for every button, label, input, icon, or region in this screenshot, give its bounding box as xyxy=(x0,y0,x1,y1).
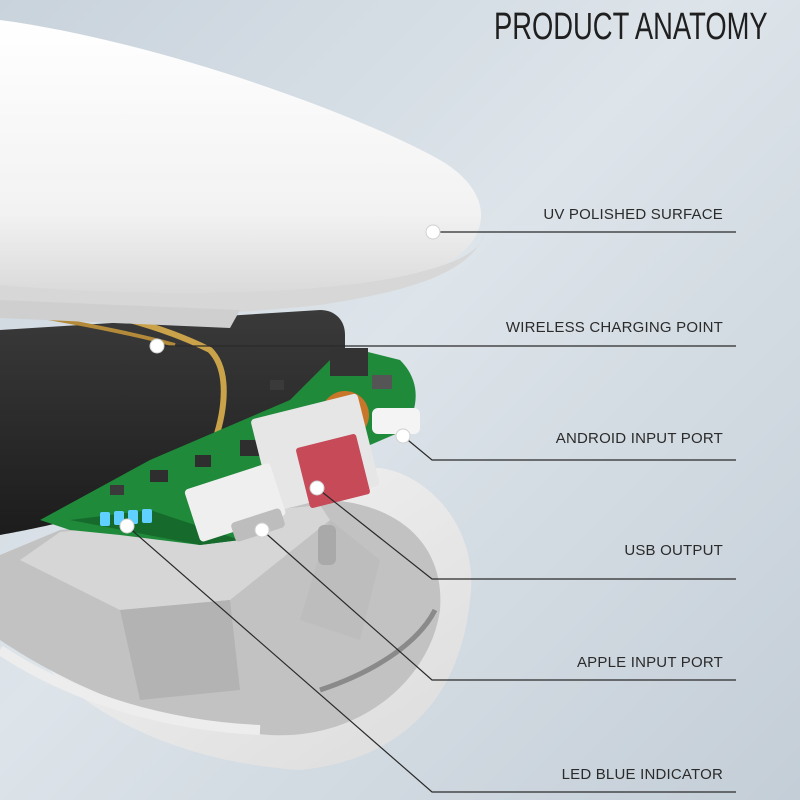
leader-android xyxy=(402,435,736,461)
callout-dots xyxy=(119,224,441,538)
dot-led xyxy=(119,518,135,534)
dot-android xyxy=(395,428,411,444)
label-usb-output: USB OUTPUT xyxy=(624,542,723,559)
callout-lines xyxy=(126,231,736,793)
battery-pack xyxy=(0,310,345,535)
leader-led xyxy=(126,525,736,793)
label-led-blue-indicator: LED BLUE INDICATOR xyxy=(561,766,723,783)
leader-apple xyxy=(261,529,736,681)
base-shell xyxy=(0,468,472,770)
leader-usb xyxy=(316,487,736,580)
label-apple-input-port: APPLE INPUT PORT xyxy=(576,654,723,671)
dot-usb xyxy=(309,480,325,496)
top-lid xyxy=(0,20,484,328)
dot-apple xyxy=(254,522,270,538)
label-android-input-port: ANDROID INPUT PORT xyxy=(555,430,723,447)
page-title: PRODUCT ANATOMY xyxy=(494,6,768,48)
label-wireless-charging-point: WIRELESS CHARGING POINT xyxy=(505,319,723,336)
label-uv-polished-surface: UV POLISHED SURFACE xyxy=(543,206,723,223)
dot-wireless xyxy=(149,338,165,354)
circuit-board xyxy=(40,348,420,545)
dot-uv xyxy=(425,224,441,240)
